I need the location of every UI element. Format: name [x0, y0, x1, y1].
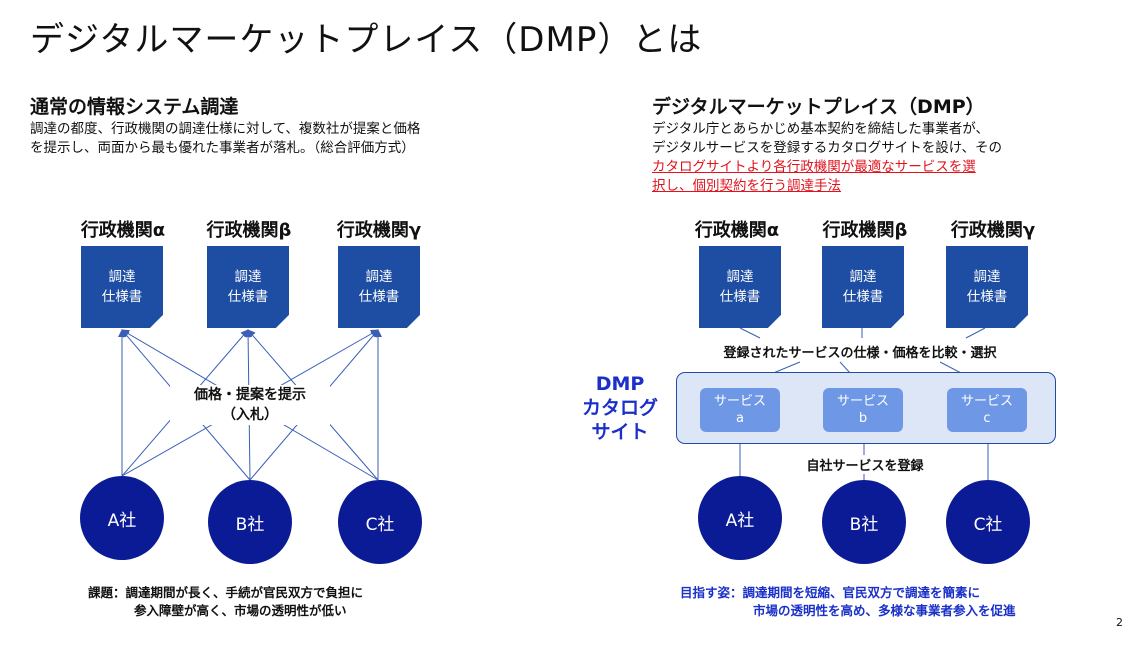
service-label: サービス: [713, 394, 766, 409]
right-company-c: C社: [946, 480, 1030, 564]
catalog-site-label: DMP カタログ サイト: [572, 372, 668, 444]
left-company-a: A社: [80, 476, 164, 560]
left-agency-gamma: 行政機関γ: [336, 220, 422, 241]
left-doc-beta: 調達 仕様書: [207, 246, 289, 328]
right-heading: デジタルマーケットプレイス（DMP）: [652, 96, 985, 118]
right-doc-alpha: 調達 仕様書: [699, 246, 781, 328]
doc-label-2: 仕様書: [966, 289, 1008, 305]
doc-label-2: 仕様書: [842, 289, 884, 305]
right-body-emphasis-1: カタログサイトより各行政機関が最適なサービスを選: [652, 159, 976, 175]
catalog-label-line-3: サイト: [591, 421, 649, 443]
bid-label-line-2: （入札）: [222, 407, 278, 423]
doc-label-1: 調達: [973, 269, 1001, 285]
right-note-line-1: 目指す姿：調達期間を短縮、官民双方で調達を簡素に: [680, 585, 981, 600]
right-agency-beta: 行政機関β: [822, 220, 908, 241]
left-note-line-1: 課題：調達期間が長く、手続が官民双方で負担に: [88, 585, 364, 600]
page-title: デジタルマーケットプレイス（DMP）とは: [30, 20, 703, 60]
left-heading: 通常の情報システム調達: [30, 96, 239, 118]
right-body-emphasis-2: 択し、個別契約を行う調達手法: [652, 178, 841, 194]
doc-label-1: 調達: [108, 269, 136, 285]
page-number: 2: [1116, 616, 1123, 629]
service-id: c: [983, 411, 991, 426]
service-id: b: [858, 411, 868, 426]
compare-label: 登録されたサービスの仕様・価格を比較・選択: [723, 346, 997, 361]
right-company-a: A社: [698, 476, 782, 560]
doc-label-2: 仕様書: [719, 289, 761, 305]
right-note-line-2: 市場の透明性を高め、多様な事業者参入を促進: [753, 603, 1016, 618]
doc-label-2: 仕様書: [227, 289, 269, 305]
left-doc-alpha: 調達 仕様書: [81, 246, 163, 328]
service-b: サービス b: [823, 388, 903, 432]
left-note-line-2: 参入障壁が高く、市場の透明性が低い: [134, 603, 347, 618]
right-body-line-2: デジタルサービスを登録するカタログサイトを設け、その: [652, 140, 1003, 156]
doc-label-1: 調達: [726, 269, 754, 285]
right-doc-beta: 調達 仕様書: [822, 246, 904, 328]
bid-label-line-1: 価格・提案を提示: [194, 387, 306, 403]
right-agency-gamma: 行政機関γ: [950, 220, 1036, 241]
left-agency-beta: 行政機関β: [206, 220, 292, 241]
left-body: 調達の都度、行政機関の調達仕様に対して、複数社が提案と価格 を提示し、両面から最…: [30, 120, 420, 158]
doc-label-2: 仕様書: [358, 289, 400, 305]
service-a: サービス a: [700, 388, 780, 432]
doc-label-1: 調達: [365, 269, 393, 285]
right-body: デジタル庁とあらかじめ基本契約を締結した事業者が、 デジタルサービスを登録するカ…: [652, 120, 1002, 196]
service-label: サービス: [836, 394, 889, 409]
right-doc-gamma: 調達 仕様書: [946, 246, 1028, 328]
service-id: a: [736, 411, 744, 426]
right-select-lines: [739, 327, 986, 339]
left-body-line-2: を提示し、両面から最も優れた事業者が落札。（総合評価方式）: [30, 140, 415, 156]
left-body-line-1: 調達の都度、行政機関の調達仕様に対して、複数社が提案と価格: [30, 121, 421, 137]
doc-label-1: 調達: [234, 269, 262, 285]
right-body-line-1: デジタル庁とあらかじめ基本契約を締結した事業者が、: [652, 121, 989, 137]
service-c: サービス c: [947, 388, 1027, 432]
catalog-label-line-2: カタログ: [581, 397, 658, 419]
service-label: サービス: [960, 394, 1013, 409]
right-agency-alpha: 行政機関α: [694, 220, 780, 241]
right-note: 目指す姿：調達期間を短縮、官民双方で調達を簡素に 市場の透明性を高め、多様な事業…: [680, 584, 1016, 620]
right-company-b: B社: [822, 480, 906, 564]
bid-label: 価格・提案を提示 （入札）: [170, 385, 330, 425]
register-label: 自社サービスを登録: [790, 455, 940, 474]
left-doc-gamma: 調達 仕様書: [338, 246, 420, 328]
left-agency-alpha: 行政機関α: [80, 220, 166, 241]
left-company-c: C社: [338, 480, 422, 564]
left-note: 課題：調達期間が長く、手続が官民双方で負担に 参入障壁が高く、市場の透明性が低い: [88, 584, 363, 620]
left-company-b: B社: [208, 480, 292, 564]
doc-label-1: 調達: [849, 269, 877, 285]
catalog-label-line-1: DMP: [595, 373, 645, 395]
doc-label-2: 仕様書: [101, 289, 143, 305]
